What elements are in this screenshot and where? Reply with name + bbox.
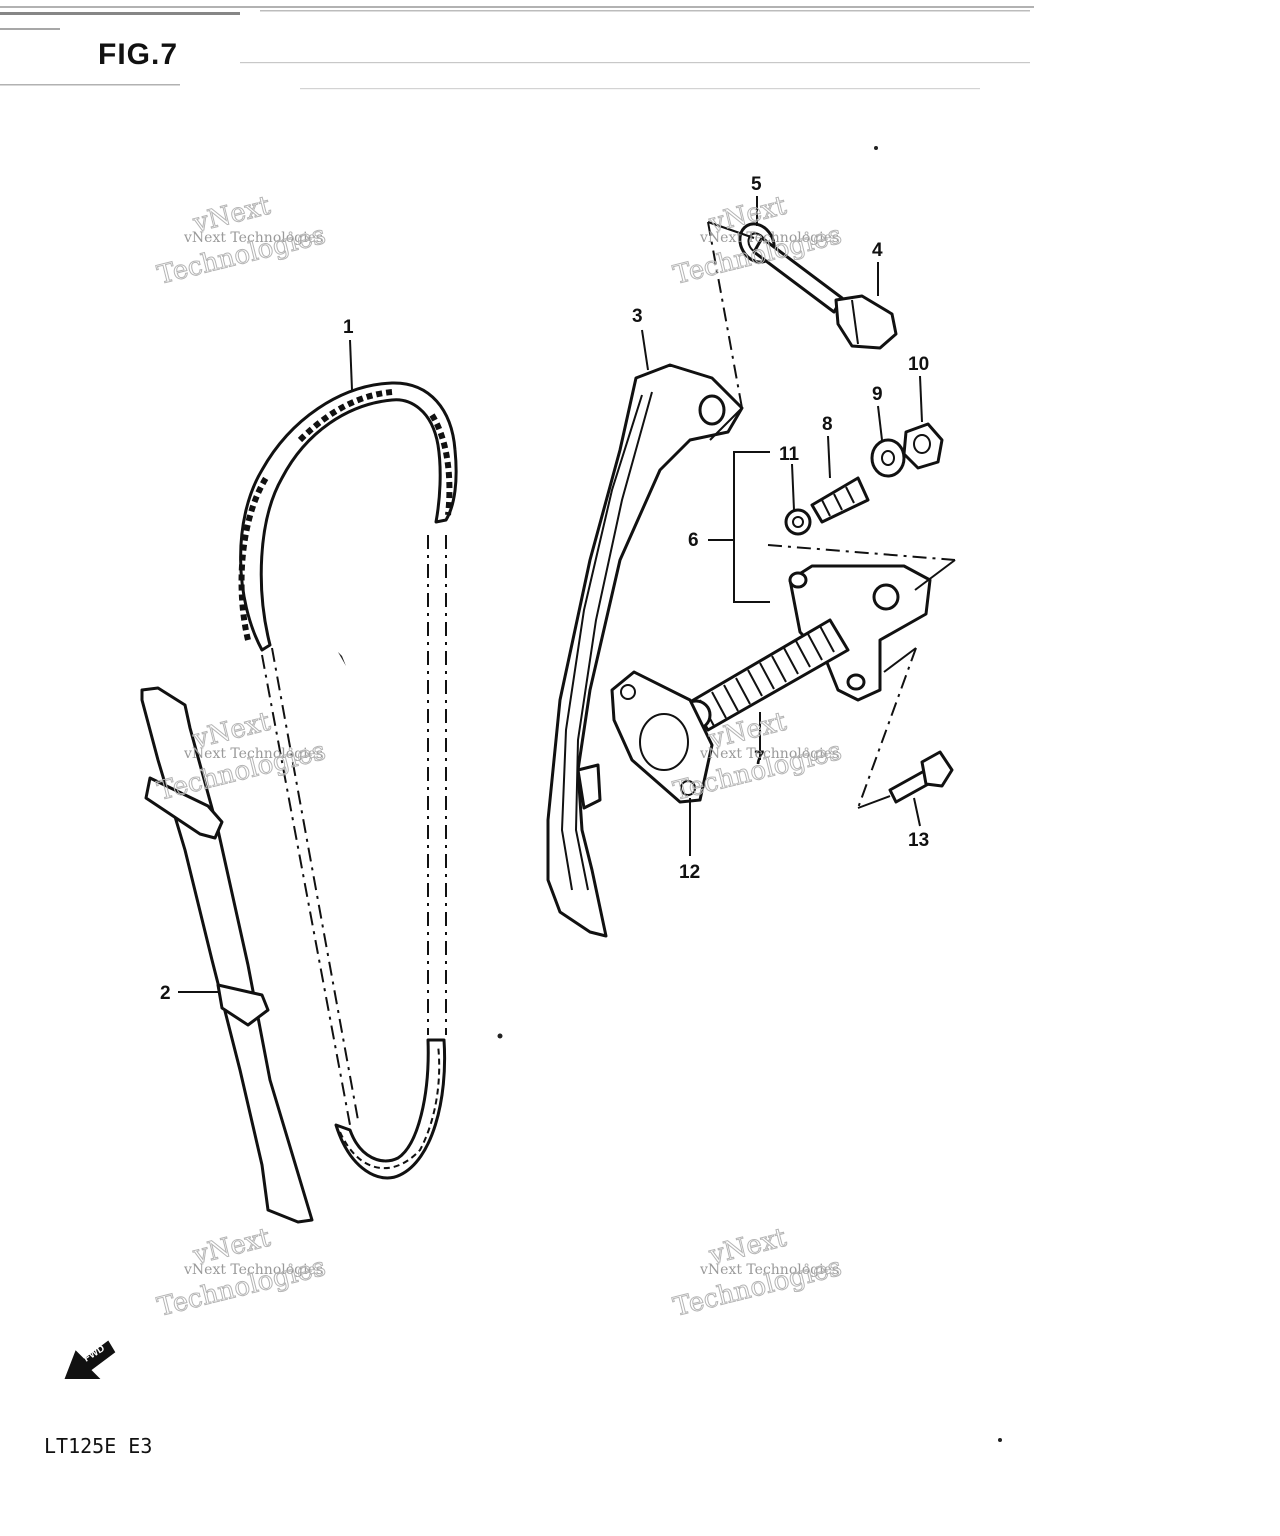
callout-8: 8 xyxy=(822,414,833,435)
figure-title: FIG.7 xyxy=(98,38,179,71)
callout-4: 4 xyxy=(872,240,883,261)
watermark-bottom-left: vNext Technologies vNext Technologies xyxy=(154,1222,329,1323)
tensioner-bolt xyxy=(888,750,954,804)
callout-9: 9 xyxy=(872,384,883,405)
callout-6: 6 xyxy=(688,530,699,551)
callout-labels: 1 2 3 4 5 6 7 8 9 10 11 12 13 xyxy=(160,174,929,1004)
callout-7: 7 xyxy=(754,748,765,769)
scan-noise-band xyxy=(0,6,1034,90)
model-code: LT125E E3 xyxy=(44,1434,153,1458)
svg-text:vNext Technologies: vNext Technologies xyxy=(183,1262,323,1278)
gasket xyxy=(610,670,714,804)
forward-arrow-icon: FWD xyxy=(64,1340,116,1379)
callout-1: 1 xyxy=(343,317,354,338)
callout-5: 5 xyxy=(751,174,762,195)
leader-lines xyxy=(178,196,923,993)
svg-text:vNext Technologies: vNext Technologies xyxy=(699,1262,839,1278)
chain-guide xyxy=(140,686,314,1224)
svg-text:vNext Technologies: vNext Technologies xyxy=(183,230,323,246)
scan-specks xyxy=(338,146,1002,1442)
assembly-bracket xyxy=(708,451,770,603)
watermark-top-left: vNext Technologies vNext Technologies xyxy=(154,190,329,291)
tensioner-assembly xyxy=(680,564,932,732)
callout-12: 12 xyxy=(679,862,700,883)
assembly-lines xyxy=(707,221,956,809)
watermark-bottom-right: vNext Technologies vNext Technologies xyxy=(670,1222,845,1323)
stud-and-nut xyxy=(784,422,944,536)
svg-text:vNext Technologies: vNext Technologies xyxy=(183,746,323,762)
tensioner-guide xyxy=(546,363,744,938)
watermark-top-right: vNext Technologies vNext Technologies xyxy=(670,190,845,291)
callout-13: 13 xyxy=(908,830,929,851)
callout-11: 11 xyxy=(779,444,800,465)
callout-10: 10 xyxy=(908,354,929,375)
callout-3: 3 xyxy=(632,306,643,327)
svg-text:vNext Technologies: vNext Technologies xyxy=(699,746,839,762)
callout-2: 2 xyxy=(160,983,171,1004)
pivot-bolt xyxy=(738,222,898,350)
cam-chain xyxy=(238,381,458,1180)
svg-text:vNext Technologies: vNext Technologies xyxy=(699,230,839,246)
